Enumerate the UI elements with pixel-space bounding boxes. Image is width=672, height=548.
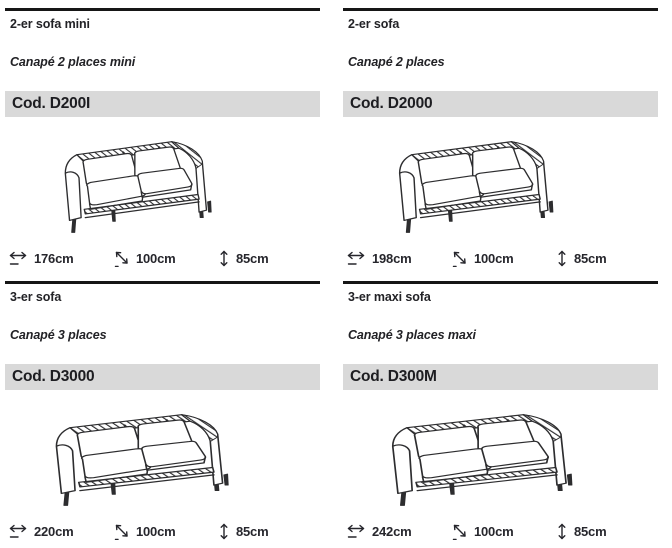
sofa-illustration: [385, 411, 579, 511]
width-arrow-icon: [9, 524, 27, 538]
product-code: Cod. D3000: [12, 368, 95, 385]
dimension-width: 198cm: [347, 250, 452, 267]
product-card-3er: 3-er sofa Canapé 3 places Cod. D3000 220…: [5, 281, 320, 548]
dimension-height: 85cm: [219, 523, 324, 540]
dimension-value: 100cm: [136, 251, 176, 266]
dimension-height: 85cm: [219, 250, 324, 267]
dimension-value: 100cm: [136, 524, 176, 539]
product-card-2er-mini: 2-er sofa mini Canapé 2 places mini Cod.…: [5, 8, 320, 281]
product-title: 2-er sofa: [348, 17, 400, 31]
product-subtitle: Canapé 2 places: [348, 55, 445, 69]
dimension-value: 176cm: [34, 251, 74, 266]
product-code-bar: Cod. D3000: [5, 364, 320, 390]
dimension-height: 85cm: [557, 250, 662, 267]
divider-bar: [343, 281, 658, 284]
product-subtitle: Canapé 3 places: [10, 328, 107, 342]
dimension-value: 85cm: [236, 524, 269, 539]
product-code: Cod. D300M: [350, 368, 437, 385]
dimension-width: 220cm: [9, 523, 114, 540]
dimension-width: 242cm: [347, 523, 452, 540]
depth-arrow-icon: [452, 251, 466, 267]
product-subtitle: Canapé 2 places mini: [10, 55, 136, 69]
height-arrow-icon: [220, 523, 228, 540]
product-subtitle: Canapé 3 places maxi: [348, 328, 476, 342]
product-code-bar: Cod. D200I: [5, 91, 320, 117]
height-arrow-icon: [558, 523, 566, 540]
product-card-2er: 2-er sofa Canapé 2 places Cod. D2000 198…: [343, 8, 658, 281]
height-arrow-icon: [558, 250, 566, 267]
dimension-row: 220cm 100cm 85cm: [9, 523, 324, 540]
sofa-illustration: [59, 138, 217, 238]
depth-arrow-icon: [114, 251, 128, 267]
product-title: 3-er sofa: [10, 290, 62, 304]
divider-bar: [5, 281, 320, 284]
divider-bar: [343, 8, 658, 11]
width-arrow-icon: [347, 524, 365, 538]
dimension-depth: 100cm: [452, 523, 557, 540]
dimension-value: 100cm: [474, 251, 514, 266]
dimension-width: 176cm: [9, 250, 114, 267]
dimension-row: 242cm 100cm 85cm: [347, 523, 662, 540]
dimension-value: 242cm: [372, 524, 412, 539]
dimension-value: 85cm: [236, 251, 269, 266]
dimension-depth: 100cm: [114, 523, 219, 540]
dimension-row: 198cm 100cm 85cm: [347, 250, 662, 267]
height-arrow-icon: [220, 250, 228, 267]
product-code: Cod. D2000: [350, 95, 433, 112]
dimension-value: 220cm: [34, 524, 74, 539]
dimension-value: 198cm: [372, 251, 412, 266]
dimension-value: 85cm: [574, 524, 607, 539]
width-arrow-icon: [9, 251, 27, 265]
product-title: 3-er maxi sofa: [348, 290, 431, 304]
dimension-depth: 100cm: [114, 250, 219, 267]
sofa-illustration: [393, 138, 559, 238]
depth-arrow-icon: [452, 524, 466, 540]
dimension-depth: 100cm: [452, 250, 557, 267]
width-arrow-icon: [347, 251, 365, 265]
depth-arrow-icon: [114, 524, 128, 540]
dimension-row: 176cm 100cm 85cm: [9, 250, 324, 267]
product-code-bar: Cod. D2000: [343, 91, 658, 117]
product-code-bar: Cod. D300M: [343, 364, 658, 390]
dimension-value: 85cm: [574, 251, 607, 266]
sofa-illustration: [49, 411, 235, 511]
dimension-value: 100cm: [474, 524, 514, 539]
product-card-3er-maxi: 3-er maxi sofa Canapé 3 places maxi Cod.…: [343, 281, 658, 548]
product-code: Cod. D200I: [12, 95, 91, 112]
dimension-height: 85cm: [557, 523, 662, 540]
divider-bar: [5, 8, 320, 11]
product-title: 2-er sofa mini: [10, 17, 90, 31]
